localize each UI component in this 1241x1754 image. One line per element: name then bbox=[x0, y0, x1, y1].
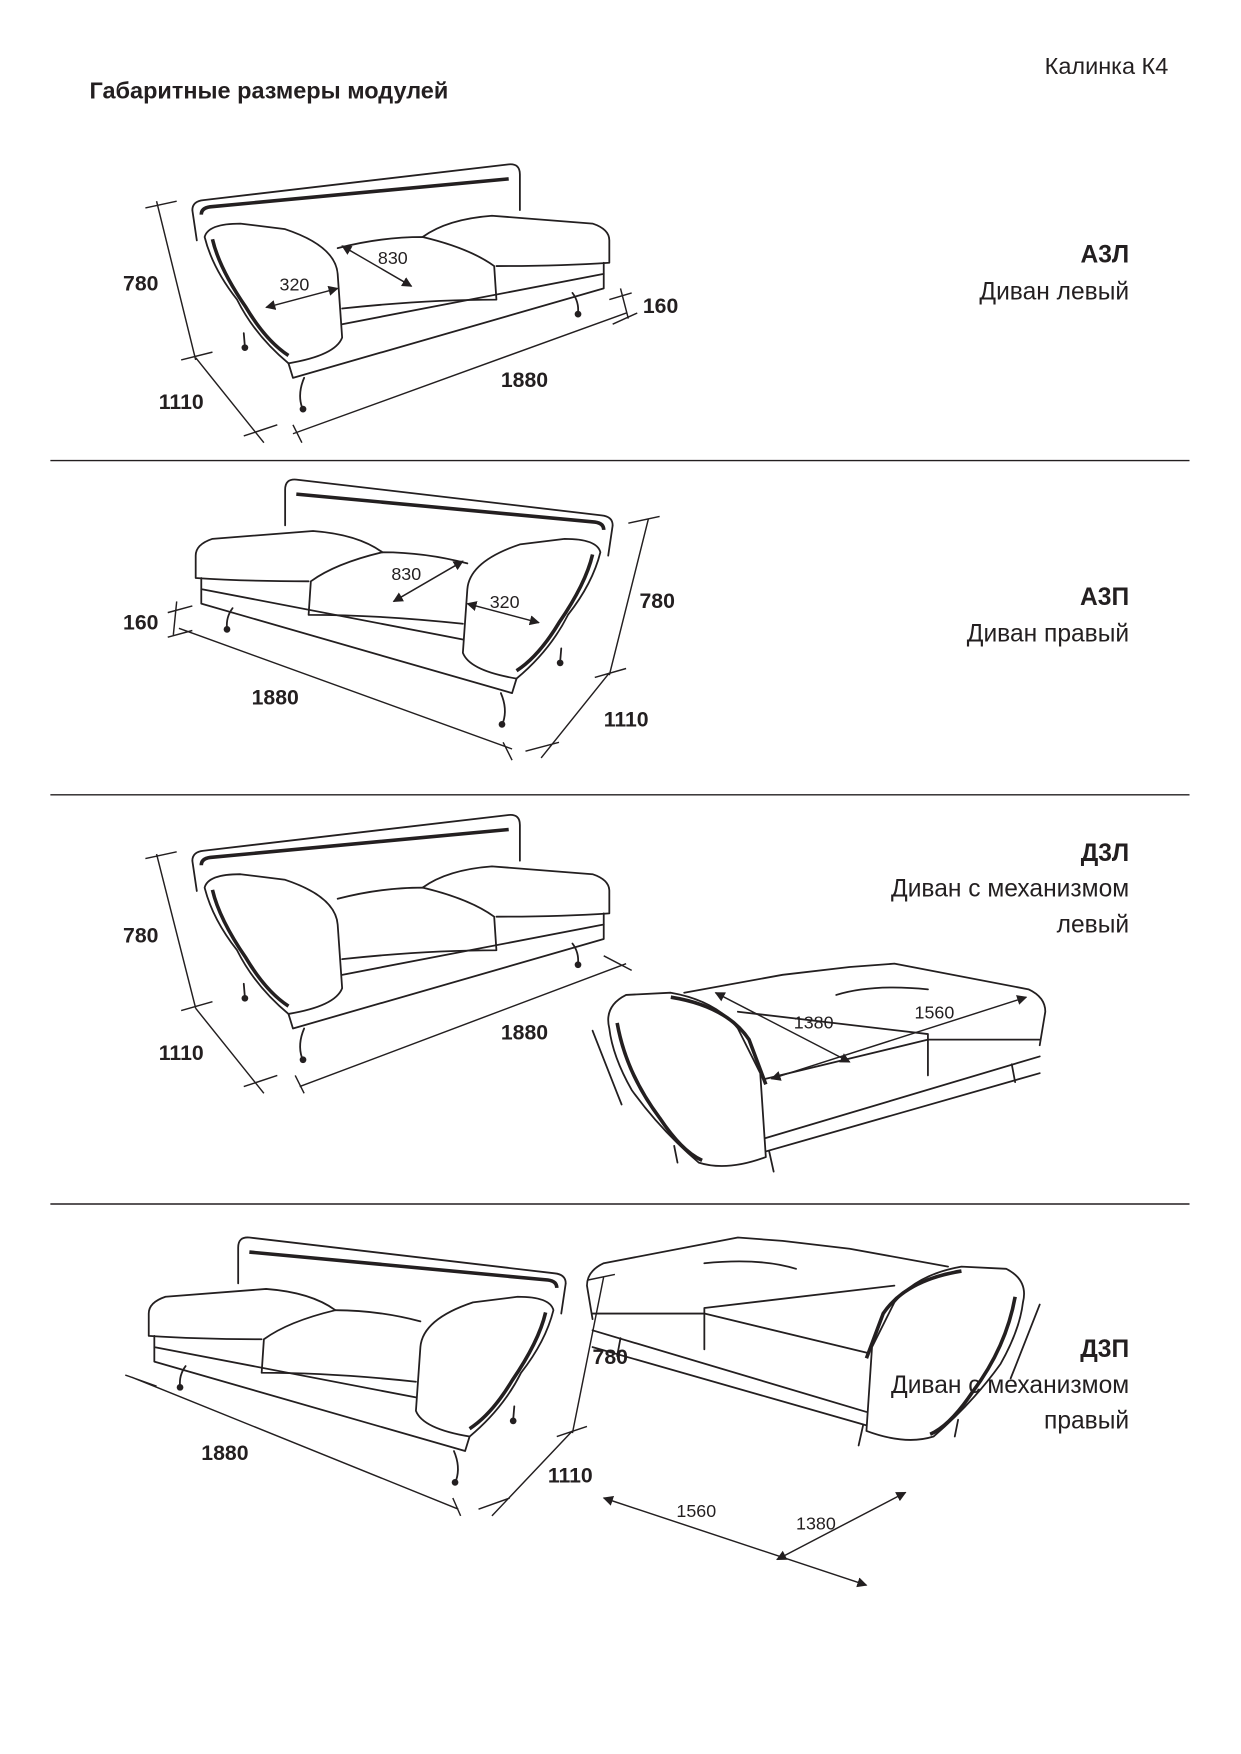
module-a3l: 780 1110 1880 160 830 320 А3Л Диван левы… bbox=[123, 162, 1129, 444]
dim-height: 780 bbox=[593, 1345, 628, 1369]
dim-width: 1880 bbox=[501, 1021, 548, 1045]
dim-height: 780 bbox=[640, 589, 675, 613]
dim-bed-width: 1560 bbox=[915, 1002, 955, 1022]
dim-bed-depth: 1380 bbox=[796, 1513, 836, 1533]
dim-height: 780 bbox=[123, 272, 158, 296]
dim-seat-depth: 830 bbox=[391, 564, 421, 584]
bed-drawing bbox=[590, 961, 1048, 1174]
dim-arm: 320 bbox=[490, 592, 520, 612]
dim-bed-depth: 1380 bbox=[794, 1012, 834, 1032]
dim-width: 1880 bbox=[501, 368, 548, 392]
dim-width: 1880 bbox=[252, 685, 299, 709]
module-desc: Диван левый bbox=[979, 279, 1129, 306]
dim-arm: 320 bbox=[280, 275, 310, 295]
dim-leg: 160 bbox=[643, 294, 678, 318]
dim-leg: 160 bbox=[123, 610, 158, 634]
dim-depth: 1110 bbox=[604, 708, 649, 732]
module-desc: правый bbox=[1044, 1408, 1129, 1435]
module-code: Д3Л bbox=[1081, 840, 1129, 867]
module-desc: Диван с механизмом bbox=[891, 1372, 1129, 1399]
module-d3p: 780 1110 1880 1560 1380 Д3П Диван с меха… bbox=[125, 1235, 1129, 1588]
module-a3p: 780 1110 1880 160 830 320 А3П Диван прав… bbox=[123, 477, 1129, 761]
module-desc: Диван с механизмом bbox=[891, 876, 1129, 903]
dim-width: 1880 bbox=[201, 1441, 248, 1465]
dim-height: 780 bbox=[123, 923, 158, 947]
dim-depth: 1110 bbox=[159, 1041, 204, 1065]
model-name: Калинка К4 bbox=[1045, 53, 1169, 79]
dim-depth: 1110 bbox=[159, 390, 204, 414]
module-d3l: 780 1110 1880 1380 1560 Д3Л Диван с меха… bbox=[123, 813, 1129, 1174]
module-desc: Диван правый bbox=[967, 621, 1129, 648]
bed-drawing bbox=[585, 1235, 1042, 1448]
dim-depth: 1110 bbox=[548, 1463, 593, 1487]
module-desc: левый bbox=[1057, 911, 1129, 938]
page-title: Габаритные размеры модулей bbox=[89, 77, 448, 103]
module-code: А3Л bbox=[1080, 242, 1129, 269]
dim-seat-depth: 830 bbox=[378, 248, 408, 268]
module-code: А3П bbox=[1080, 584, 1129, 611]
module-code: Д3П bbox=[1080, 1336, 1129, 1363]
dim-bed-width: 1560 bbox=[676, 1501, 716, 1521]
